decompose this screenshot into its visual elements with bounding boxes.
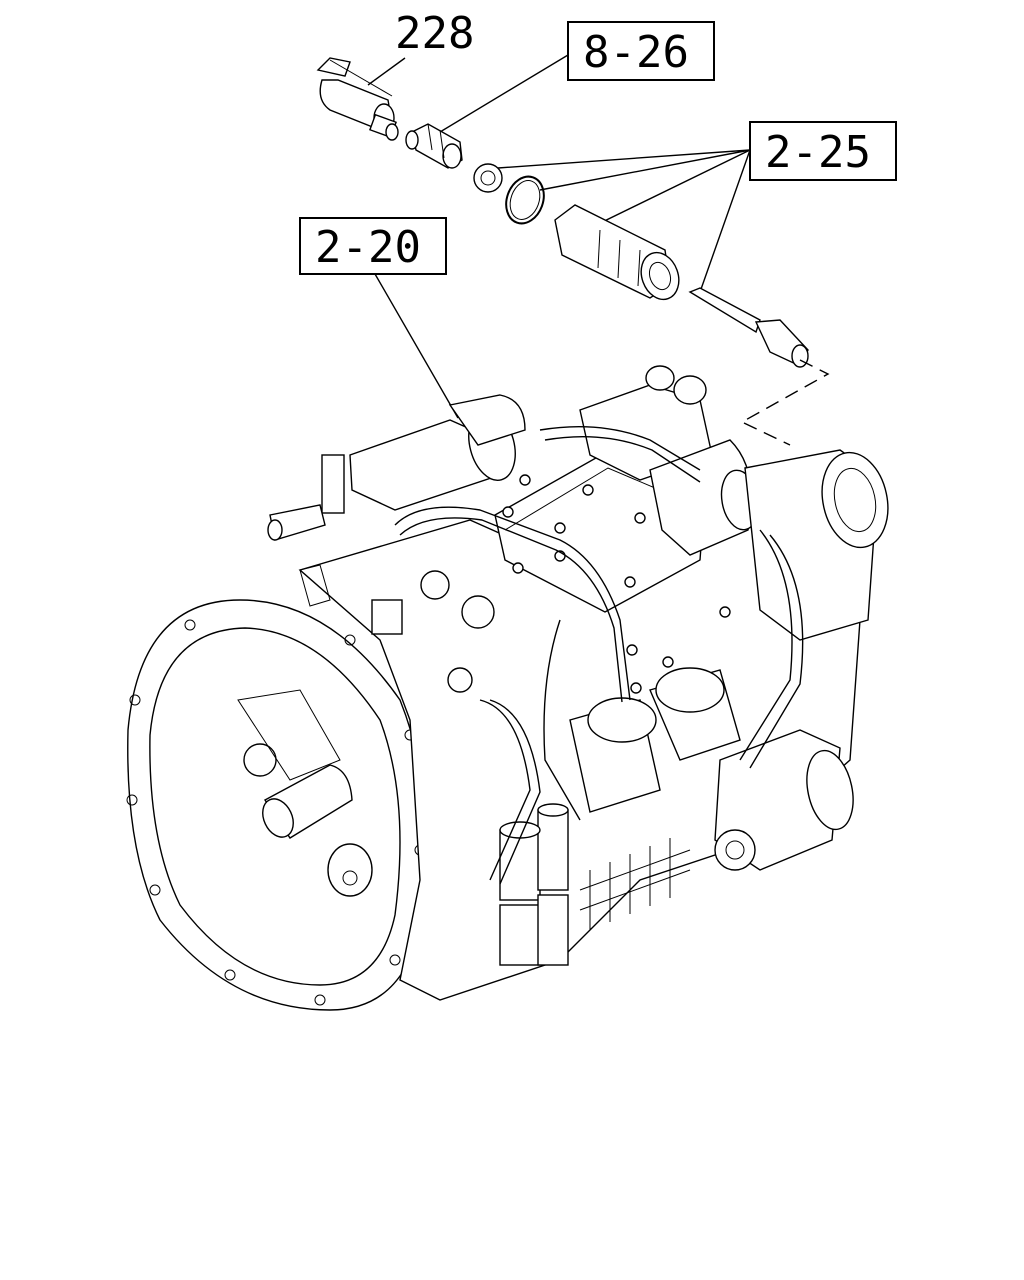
pipe-harness <box>394 425 804 885</box>
housing-ribs <box>579 838 691 930</box>
callout-box-2-20[interactable]: 2-20 <box>299 217 447 275</box>
harness-dashed-line <box>740 359 830 446</box>
leader-lines <box>367 54 751 419</box>
callout-box-8-26[interactable]: 8-26 <box>567 21 715 81</box>
o-ring-part[interactable] <box>500 171 550 228</box>
valve-block <box>499 803 569 966</box>
speed-sensor-part[interactable] <box>405 123 463 169</box>
nut-part[interactable] <box>473 163 503 193</box>
transmission-assembly[interactable] <box>126 365 896 1011</box>
callout-2-25: 2-25 <box>765 127 871 178</box>
sleeve-part[interactable] <box>554 204 685 305</box>
bell-bolt-holes <box>126 619 426 1006</box>
callout-2-20: 2-20 <box>315 222 421 273</box>
sensor-rod-part[interactable] <box>688 287 809 368</box>
solenoid-part-228[interactable] <box>316 57 399 141</box>
callout-8-26: 8-26 <box>583 27 689 78</box>
callout-228[interactable]: 228 <box>395 8 474 59</box>
callout-box-2-25[interactable]: 2-25 <box>749 121 897 181</box>
